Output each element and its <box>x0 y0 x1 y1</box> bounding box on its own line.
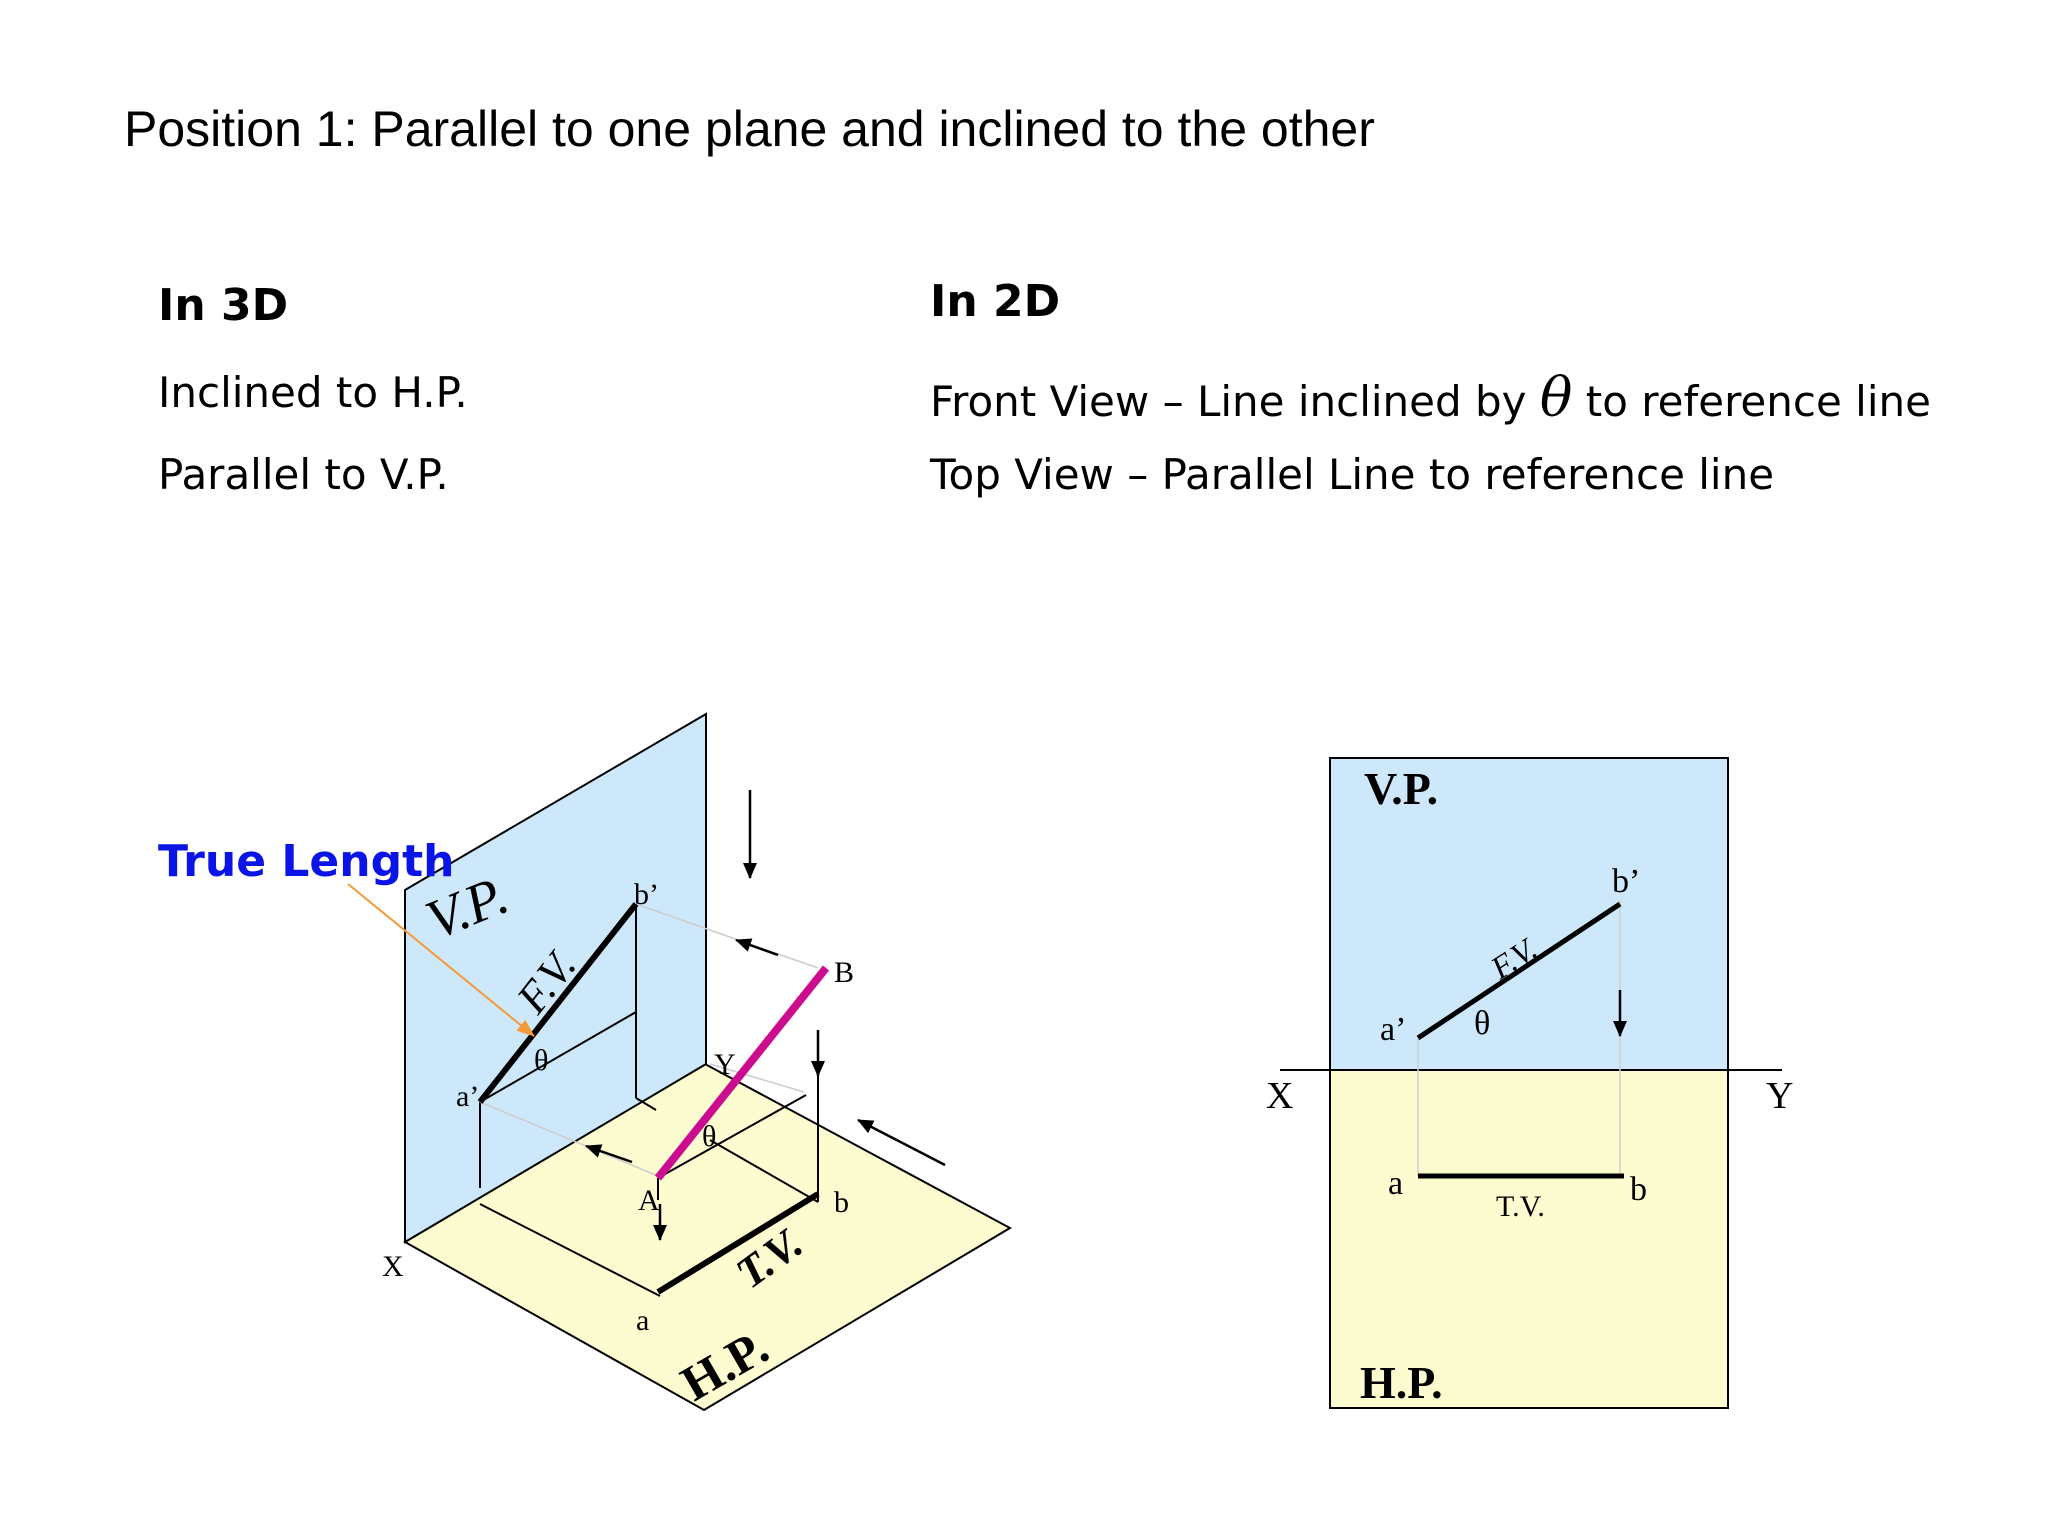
front-view-text-a: Front View – Line inclined by <box>930 377 1540 426</box>
vp-region-2d <box>1330 758 1728 1070</box>
text-top-view: Top View – Parallel Line to reference li… <box>930 450 1775 499</box>
text-inclined-hp: Inclined to H.P. <box>158 368 468 417</box>
projectors-2d <box>1417 900 1621 1176</box>
pictorial-3d: V.P. F.V. θ a’ b’ Y B θ A b T.V. a X H.P… <box>158 712 1013 1412</box>
point-a-label-3d: a <box>636 1304 649 1337</box>
a-prime-label-2d: a’ <box>1380 1011 1406 1048</box>
x-label-3d: X <box>382 1250 404 1283</box>
x-label-2d: X <box>1266 1075 1293 1117</box>
hp-region-2d <box>1330 1070 1728 1408</box>
a-prime-label-3d: a’ <box>456 1080 479 1113</box>
theta-symbol: θ <box>1539 366 1573 429</box>
b-prime-label-2d: b’ <box>1612 863 1640 900</box>
text-parallel-vp: Parallel to V.P. <box>158 450 449 499</box>
tv-label-2d: T.V. <box>1496 1190 1545 1223</box>
point-a-label-2d: a <box>1388 1165 1403 1202</box>
theta-3d-fv: θ <box>534 1044 548 1077</box>
y-label-3d: Y <box>714 1048 736 1081</box>
point-b-label-2d: b <box>1630 1171 1647 1208</box>
b-prime-label-3d: b’ <box>634 878 659 911</box>
callout-arrow <box>347 883 535 1037</box>
page-title: Position 1: Parallel to one plane and in… <box>124 101 1375 157</box>
true-length-line <box>654 965 830 1181</box>
orthographic-2d: V.P. H.P. b’ a’ θ F.V. X Y a b T.V. <box>1266 757 1793 1409</box>
true-length-callout: True Length <box>158 836 454 887</box>
plane-frame-2d <box>1329 757 1729 1409</box>
point-B-label: B <box>834 956 854 989</box>
point-A-label: A <box>638 1184 660 1217</box>
front-view-line-2d <box>1416 901 1622 1041</box>
point-b-label-3d: b <box>834 1186 849 1219</box>
faint-construction-3d <box>479 903 819 1177</box>
theta-2d: θ <box>1474 1005 1490 1042</box>
view-arrows-3d <box>585 790 946 1241</box>
heading-2d: In 2D <box>930 276 1061 327</box>
vp-label-2d: V.P. <box>1364 763 1438 814</box>
heading-3d: In 3D <box>158 280 289 331</box>
top-view-line-3d <box>656 1191 820 1295</box>
text-front-view: Front View – Line inclined by θ to refer… <box>930 366 1931 429</box>
front-view-line-3d <box>477 902 639 1104</box>
theta-3d-tl: θ <box>702 1120 716 1153</box>
front-view-text-b: to reference line <box>1572 377 1931 426</box>
hp-label-2d: H.P. <box>1360 1357 1443 1408</box>
y-label-2d: Y <box>1766 1075 1793 1117</box>
